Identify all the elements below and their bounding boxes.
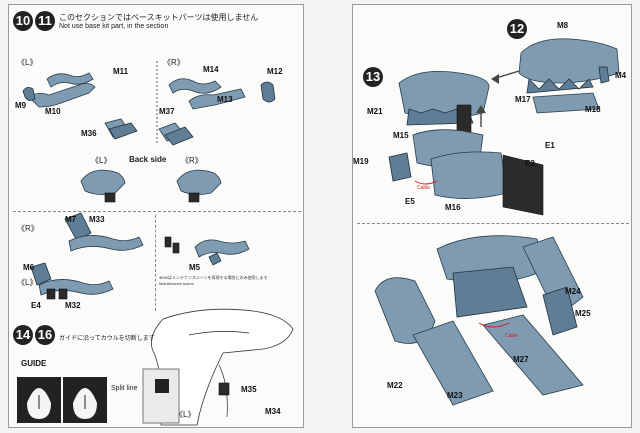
- part-label-e1: E1: [545, 141, 555, 150]
- left-page-artwork: [17, 61, 294, 426]
- part-label-m12: M12: [267, 67, 283, 76]
- part-label-m22: M22: [387, 381, 403, 390]
- part-label-m37: M37: [159, 107, 175, 116]
- cable-label-lower: Cable: [505, 333, 519, 339]
- engine-block-part: [388, 71, 490, 182]
- side-label-right: 《R》: [163, 58, 185, 67]
- intake-manifold-part: [518, 38, 620, 114]
- step-number-10: 10: [13, 11, 33, 31]
- part-label-m9: M9: [15, 101, 27, 110]
- maintenance-note-en: Maintenance scene: [159, 281, 194, 286]
- assembly-left-part: [30, 262, 114, 300]
- part-label-m34: M34: [265, 407, 281, 416]
- chassis-assembly-part: [374, 235, 584, 406]
- exhaust-right-part: [158, 78, 276, 146]
- left-instruction-page: 10 11 このセクションではベースキットパーツは使用しません Not use …: [8, 4, 304, 428]
- guide-shapes: [17, 368, 180, 424]
- right-instruction-page: 12 13 M8 M4 M17 M18 M21 M15 E1 M19 E3 Ca…: [352, 4, 632, 428]
- mid-label-left: 《L》: [17, 278, 38, 287]
- guide-heading: GUIDE: [21, 359, 47, 368]
- maintenance-note-jp: ※M5はメンテナンスシーンを再現する場合にのみ使用します: [159, 275, 268, 280]
- cable-label-upper: Cable: [417, 185, 431, 191]
- guide-right-mark: R: [73, 415, 77, 421]
- split-line-label: Split line: [111, 385, 138, 392]
- back-side-right-part: [176, 169, 222, 203]
- step-number-11: 11: [35, 11, 55, 31]
- part-label-e3: E3: [525, 159, 535, 168]
- part-label-m14: M14: [203, 65, 219, 74]
- part-label-m11: M11: [113, 67, 129, 76]
- section-divider-vertical: [155, 215, 156, 311]
- part-label-m7: M7: [65, 215, 77, 224]
- radiator-part: [414, 151, 544, 216]
- guide-left-mark: L: [49, 415, 52, 421]
- part-label-m23: M23: [447, 391, 463, 400]
- part-label-m5: M5: [189, 263, 201, 272]
- section-divider: [357, 223, 629, 224]
- part-label-m10: M10: [45, 107, 61, 116]
- maintenance-part: [164, 236, 250, 266]
- assembly-right-part: [64, 212, 144, 252]
- back-side-left-part: [80, 169, 126, 203]
- part-label-e4: E4: [31, 301, 41, 310]
- part-label-m36: M36: [81, 129, 97, 138]
- part-label-e5: E5: [405, 197, 415, 206]
- part-label-m21: M21: [367, 107, 383, 116]
- part-label-m32: M32: [65, 301, 81, 310]
- step-number-16: 16: [35, 325, 55, 345]
- part-label-m18: M18: [585, 105, 601, 114]
- part-label-m24: M24: [565, 287, 581, 296]
- part-label-m17: M17: [515, 95, 531, 104]
- step-number-12: 12: [507, 19, 527, 39]
- part-label-m6: M6: [23, 263, 35, 272]
- exhaust-left-part: [22, 72, 138, 140]
- part-label-m15: M15: [393, 131, 409, 140]
- part-label-m25: M25: [575, 309, 591, 318]
- part-label-m33: M33: [89, 215, 105, 224]
- part-label-m8: M8: [557, 21, 569, 30]
- back-side-heading: Back side: [129, 155, 167, 164]
- step-number-13: 13: [363, 67, 383, 87]
- part-label-m19: M19: [353, 157, 369, 166]
- part-label-m16: M16: [445, 203, 461, 212]
- part-label-m27: M27: [513, 355, 529, 364]
- part-label-m4: M4: [615, 71, 627, 80]
- cowl-side-label: 《L》: [175, 410, 196, 419]
- back-label-left: 《L》: [91, 156, 112, 165]
- right-page-artwork: [374, 38, 620, 406]
- section-divider: [13, 211, 301, 212]
- guide-note-jp: ガイドに沿ってカウルを切断します: [59, 336, 155, 342]
- step-number-14: 14: [13, 325, 33, 345]
- mid-label-right: 《R》: [17, 224, 39, 233]
- back-label-right: 《R》: [181, 156, 203, 165]
- part-label-m35: M35: [241, 385, 257, 394]
- side-label-left: 《L》: [17, 58, 38, 67]
- section-note-jp: このセクションではベースキットパーツは使用しません: [59, 13, 259, 22]
- section-note-en: Not use base kit part, in the section: [59, 23, 169, 30]
- part-label-m13: M13: [217, 95, 233, 104]
